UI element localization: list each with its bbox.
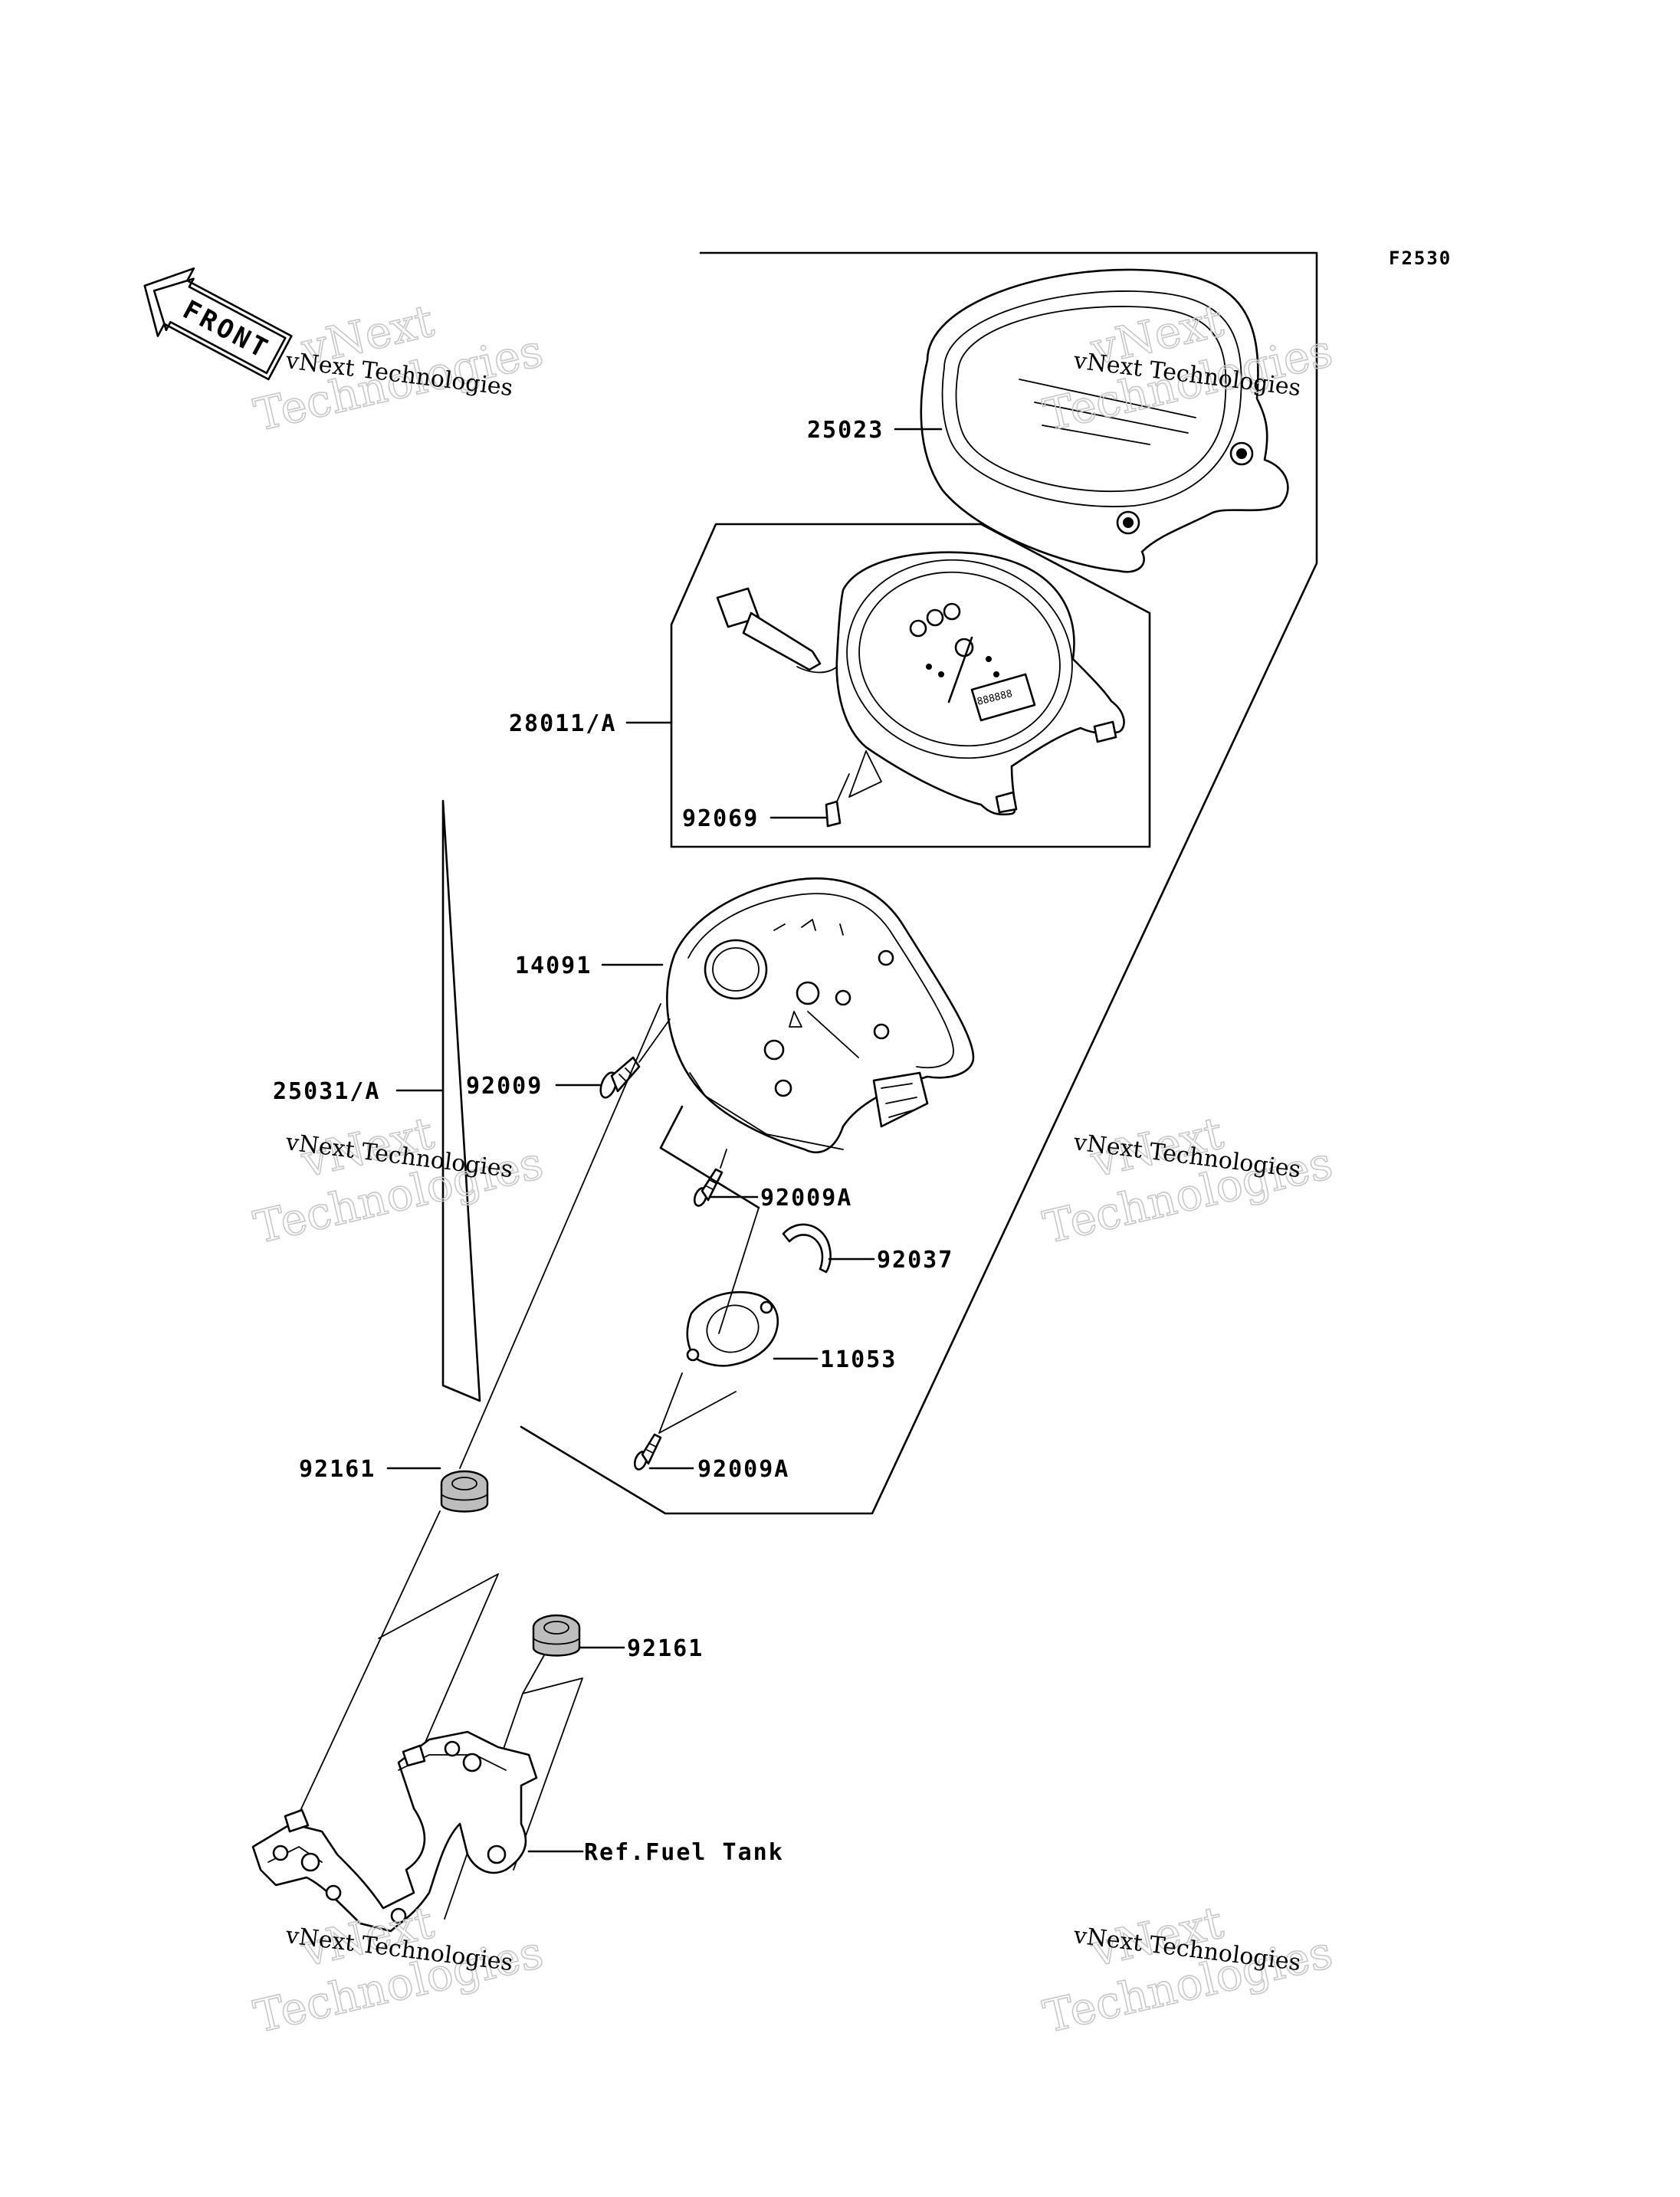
callout-92161-upper: 92161 — [299, 1456, 376, 1483]
speedometer-part: 888888 — [716, 551, 1125, 816]
callout-28011: 28011/A — [509, 710, 616, 737]
callout-ref-fuel-tank: Ref.Fuel Tank — [584, 1839, 784, 1866]
screw-92009a-lower-part — [633, 1372, 737, 1471]
callout-92009a-upper: 92009A — [760, 1185, 852, 1212]
callout-25023: 25023 — [807, 417, 884, 444]
meter-case-part — [666, 877, 975, 1154]
bulb-92069-part — [825, 773, 850, 828]
front-arrow-icon: FRONT — [143, 267, 293, 381]
clip-92037-part — [782, 1223, 832, 1274]
bracket-11053-part — [686, 1207, 779, 1367]
bezel-part — [920, 268, 1289, 573]
screw-92009a-upper-part — [693, 1149, 727, 1207]
figure-code: F2530 — [1389, 248, 1452, 269]
callout-92037: 92037 — [877, 1247, 953, 1274]
watermark-top-left: vNext Technologies — [248, 293, 548, 441]
guide-line-grommet — [459, 1003, 661, 1469]
callout-92161-lower: 92161 — [627, 1635, 704, 1662]
screw-92009-part — [599, 1018, 671, 1099]
callout-11053: 11053 — [820, 1346, 897, 1373]
guide-lines-tank — [292, 1510, 583, 1920]
callout-14091: 14091 — [515, 953, 592, 979]
callout-92009: 92009 — [466, 1073, 543, 1100]
callout-92069: 92069 — [682, 805, 759, 832]
assembly-outline — [441, 251, 1318, 1515]
callout-92009a-lower: 92009A — [697, 1456, 789, 1483]
meter-subassembly-box — [670, 523, 1151, 848]
grommet-92161-upper-part — [440, 1470, 489, 1513]
callout-25031: 25031/A — [273, 1078, 380, 1105]
fuel-tank-bracket-part — [251, 1730, 538, 1933]
grommet-92161-lower-part — [532, 1614, 581, 1657]
